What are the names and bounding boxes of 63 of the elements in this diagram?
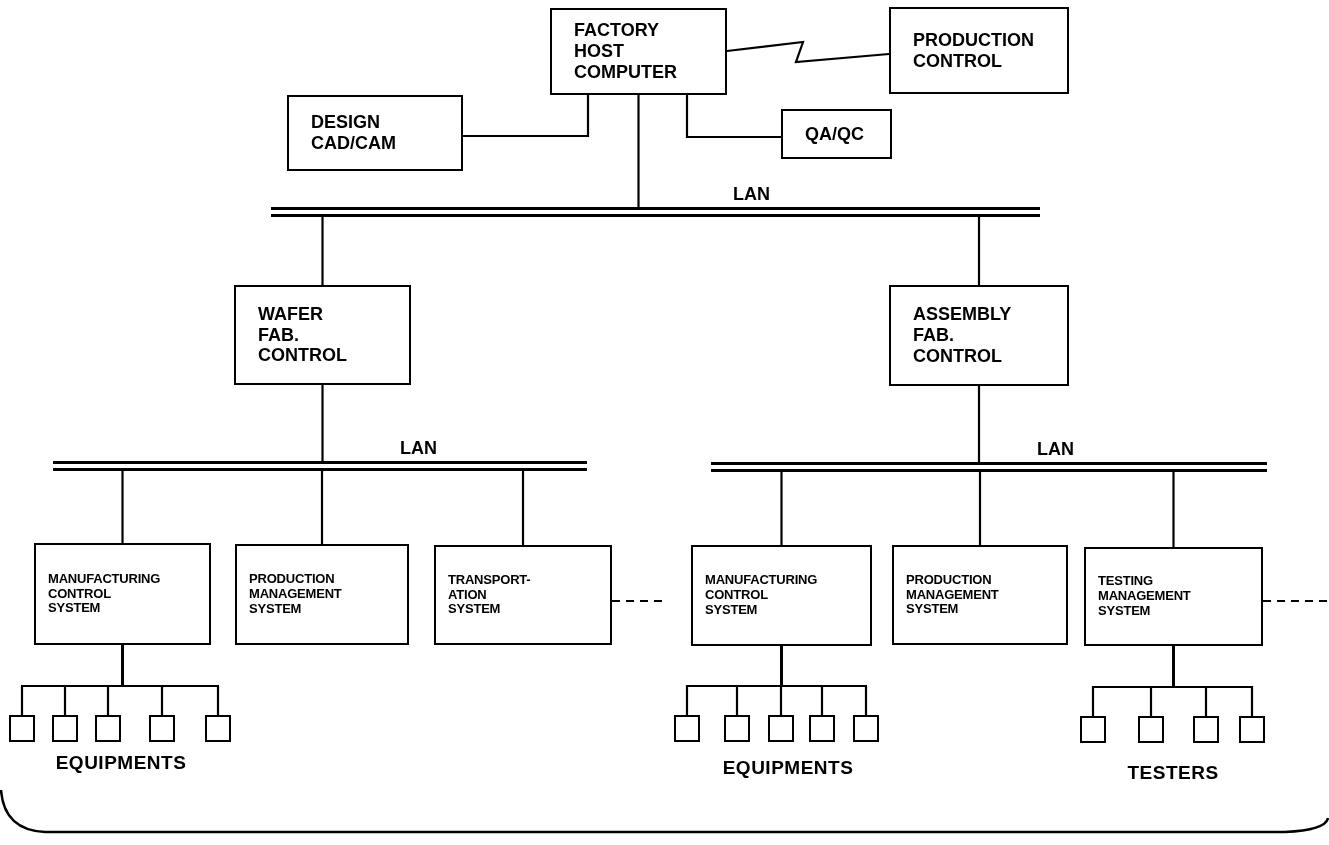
- connector-line: [1172, 472, 1175, 547]
- box-label: PRODUCTION MANAGEMENT SYSTEM: [906, 572, 999, 618]
- connector-line: [320, 471, 324, 544]
- box-label: ASSEMBLY FAB. CONTROL: [913, 304, 1012, 367]
- box-label: QA/QC: [805, 123, 864, 145]
- connector-line: [780, 646, 868, 715]
- system-box: [550, 8, 727, 95]
- connector-line: [637, 95, 640, 207]
- connector-line: [977, 386, 981, 462]
- connector-line: [321, 385, 324, 461]
- system-box: [34, 543, 211, 645]
- group-label: EQUIPMENTS: [55, 752, 187, 774]
- box-label: WAFER FAB. CONTROL: [258, 303, 347, 367]
- box-label: FACTORY HOST COMPUTER: [574, 20, 677, 83]
- group-label: EQUIPMENTS: [722, 757, 854, 779]
- connector-line: [121, 471, 124, 543]
- box-label: DESIGN CAD/CAM: [311, 112, 396, 154]
- system-box: [892, 545, 1068, 645]
- equipment-square: [95, 715, 121, 742]
- connector-line: [978, 472, 982, 545]
- dashed-connector: [1263, 599, 1329, 603]
- connector-line: [463, 95, 590, 138]
- system-box: [889, 285, 1069, 386]
- connector-line: [726, 40, 890, 64]
- box-label: TRANSPORT- ATION SYSTEM: [448, 572, 531, 618]
- equipment-square: [1080, 716, 1106, 743]
- equipment-square: [809, 715, 835, 742]
- bus-label: LAN: [1037, 439, 1074, 460]
- connector-line: [977, 217, 981, 285]
- box-label: MANUFACTURING CONTROL SYSTEM: [48, 571, 161, 617]
- bus-label: LAN: [733, 184, 770, 205]
- equipment-square: [768, 715, 794, 742]
- equipment-square: [724, 715, 750, 742]
- system-box: [691, 545, 872, 646]
- connector-line: [685, 95, 781, 139]
- equipment-square: [149, 715, 175, 742]
- system-box: [1084, 547, 1263, 646]
- connector-line: [1172, 646, 1254, 716]
- connector-line: [121, 645, 220, 715]
- system-box: [234, 285, 411, 385]
- equipment-square: [52, 715, 78, 742]
- connector-line: [321, 217, 324, 285]
- system-box: [889, 7, 1069, 94]
- box-label: MANUFACTURING CONTROL SYSTEM: [705, 573, 818, 618]
- group-label: TESTERS: [1127, 762, 1219, 784]
- system-box: [235, 544, 409, 645]
- connector-line: [521, 471, 525, 545]
- box-label: PRODUCTION MANAGEMENT SYSTEM: [249, 572, 342, 617]
- connector-line: [780, 472, 783, 545]
- system-box: [287, 95, 463, 171]
- equipment-square: [1193, 716, 1219, 743]
- system-box: [781, 109, 892, 159]
- equipment-square: [1138, 716, 1164, 743]
- system-box: [434, 545, 612, 645]
- equipment-square: [9, 715, 35, 742]
- equipment-square: [205, 715, 231, 742]
- equipment-square: [674, 715, 700, 742]
- bus-label: LAN: [400, 438, 437, 459]
- box-label: TESTING MANAGEMENT SYSTEM: [1098, 574, 1191, 619]
- equipment-square: [853, 715, 879, 742]
- dashed-connector: [612, 599, 662, 603]
- box-label: PRODUCTION CONTROL: [913, 29, 1034, 72]
- equipment-square: [1239, 716, 1265, 743]
